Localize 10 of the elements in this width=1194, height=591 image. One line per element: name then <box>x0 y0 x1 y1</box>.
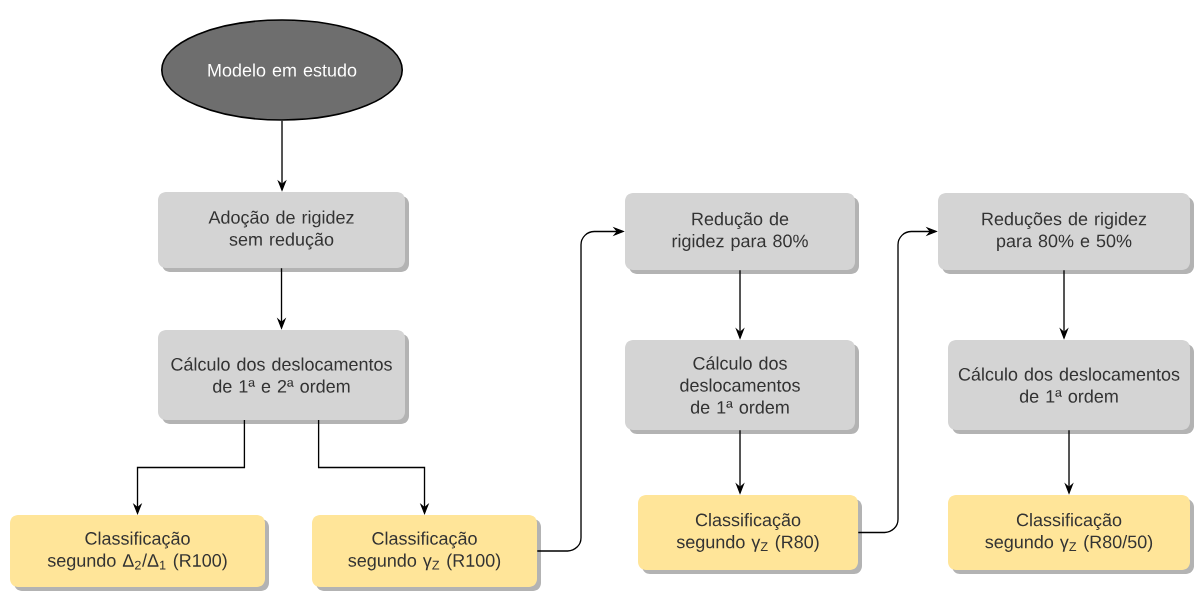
result-box: Classificação segundo γ$_{Z}$ (R80/50) <box>948 495 1194 574</box>
process-box: Cálculo dos deslocamentos de 1ª ordem <box>948 340 1194 434</box>
result-box: Classificação segundo Δ$_{2}$/Δ$_{1}$ (R100) <box>10 515 269 591</box>
result-box: Classificação segundo γ$_{Z}$ (R80) <box>638 495 862 574</box>
process-box: Redução de rigidez para 80% <box>625 193 859 274</box>
process-box: Cálculo dos deslocamentos de 1ª ordem <box>625 340 859 434</box>
result-box: Classificação segundo γ$_{Z}$ (R100) <box>312 515 541 591</box>
process-box: Cálculo dos deslocamentos de 1ª e 2ª ordem <box>158 330 409 424</box>
process-box: Reduções de rigidez para 80% e 50% <box>938 193 1194 274</box>
process-box: Adoção de rigidez sem redução <box>158 192 409 272</box>
